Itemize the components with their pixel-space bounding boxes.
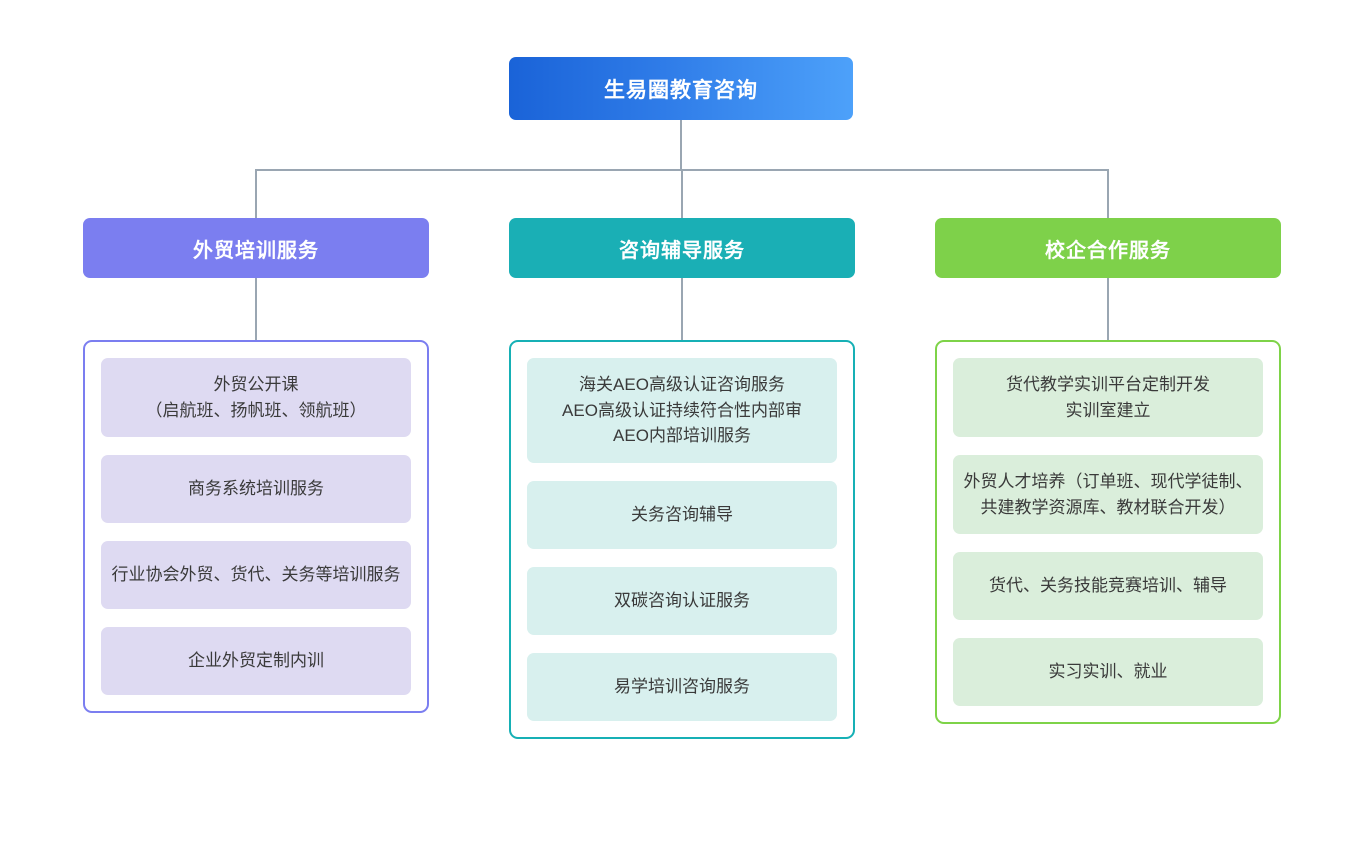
branch-column-0: 外贸培训服务 外贸公开课 （启航班、扬帆班、领航班） 商务系统培训服务 行业协会… xyxy=(83,218,429,713)
leaf-item[interactable]: 实习实训、就业 xyxy=(953,638,1263,706)
branch-header-label-1: 咨询辅导服务 xyxy=(619,239,745,262)
leaf-item[interactable]: 易学培训咨询服务 xyxy=(527,652,837,721)
connector-header-to-body-col-0 xyxy=(255,278,257,340)
connector-drop-col-1 xyxy=(681,169,683,218)
leaf-item[interactable]: 企业外贸定制内训 xyxy=(101,627,411,695)
branch-header-label-0: 外贸培训服务 xyxy=(193,239,319,262)
connector-root-stem xyxy=(680,120,682,171)
branch-body-0: 外贸公开课 （启航班、扬帆班、领航班） 商务系统培训服务 行业协会外贸、货代、关… xyxy=(83,340,429,713)
branch-column-2: 校企合作服务 货代教学实训平台定制开发 实训室建立 外贸人才培养（订单班、现代学… xyxy=(935,218,1281,724)
connector-header-to-body-col-1 xyxy=(681,278,683,340)
leaf-item[interactable]: 关务咨询辅导 xyxy=(527,480,837,549)
connector-horizontal-bus xyxy=(255,169,1108,171)
branch-header-2[interactable]: 校企合作服务 xyxy=(935,218,1281,278)
branch-header-0[interactable]: 外贸培训服务 xyxy=(83,218,429,278)
leaf-item[interactable]: 双碳咨询认证服务 xyxy=(527,566,837,635)
branch-header-1[interactable]: 咨询辅导服务 xyxy=(509,218,855,278)
branch-header-label-2: 校企合作服务 xyxy=(1045,239,1171,262)
leaf-item[interactable]: 外贸人才培养（订单班、现代学徒制、共建教学资源库、教材联合开发） xyxy=(953,455,1263,534)
leaf-item[interactable]: 海关AEO高级认证咨询服务 AEO高级认证持续符合性内部审 AEO内部培训服务 xyxy=(527,358,837,463)
leaf-item[interactable]: 外贸公开课 （启航班、扬帆班、领航班） xyxy=(101,358,411,437)
connector-drop-col-2 xyxy=(1107,169,1109,218)
branch-body-2: 货代教学实训平台定制开发 实训室建立 外贸人才培养（订单班、现代学徒制、共建教学… xyxy=(935,340,1281,724)
leaf-item[interactable]: 商务系统培训服务 xyxy=(101,455,411,523)
connector-header-to-body-col-2 xyxy=(1107,278,1109,340)
root-node-label: 生易圈教育咨询 xyxy=(604,78,758,102)
connector-drop-col-0 xyxy=(255,169,257,218)
branch-body-1: 海关AEO高级认证咨询服务 AEO高级认证持续符合性内部审 AEO内部培训服务 … xyxy=(509,340,855,739)
leaf-item[interactable]: 行业协会外贸、货代、关务等培训服务 xyxy=(101,541,411,609)
branch-column-1: 咨询辅导服务 海关AEO高级认证咨询服务 AEO高级认证持续符合性内部审 AEO… xyxy=(509,218,855,739)
leaf-item[interactable]: 货代教学实训平台定制开发 实训室建立 xyxy=(953,358,1263,437)
leaf-item[interactable]: 货代、关务技能竞赛培训、辅导 xyxy=(953,552,1263,620)
root-node[interactable]: 生易圈教育咨询 xyxy=(509,57,853,120)
